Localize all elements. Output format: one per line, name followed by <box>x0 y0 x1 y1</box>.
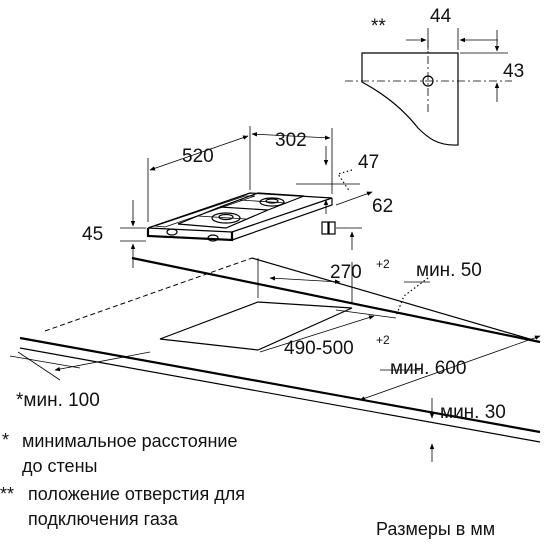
hob-dimensions <box>120 126 373 268</box>
label-min-100: *мин. 100 <box>16 390 100 411</box>
worktop <box>9 256 541 443</box>
note-line-2: до стены <box>22 456 97 476</box>
label-min-50: мин. 50 <box>416 260 482 281</box>
note-star-1: * <box>2 430 9 450</box>
label-44: 44 <box>430 6 452 27</box>
knob-icon <box>166 228 178 236</box>
label-45: 45 <box>82 224 103 245</box>
label-min-600: мин. 600 <box>390 358 466 379</box>
note-line-3: положение отверстия для <box>28 484 245 504</box>
label-47: 47 <box>358 152 379 173</box>
note-line-4: подключения газа <box>28 509 179 529</box>
label-490-500: 490-500 <box>284 338 354 359</box>
note-star-2: ** <box>0 484 14 504</box>
label-270-tolerance: +2 <box>376 257 390 271</box>
cutout <box>159 301 353 351</box>
label-min-30: мин. 30 <box>440 402 506 423</box>
note-units: Размеры в мм <box>376 519 495 539</box>
label-270: 270 <box>330 262 362 283</box>
label-302: 302 <box>275 130 307 151</box>
hob <box>146 192 336 242</box>
label-43: 43 <box>503 61 524 82</box>
label-520: 520 <box>182 146 214 167</box>
label-62: 62 <box>372 196 393 217</box>
label-stars: ** <box>371 16 386 37</box>
burner-small-icon <box>259 197 285 207</box>
label-490-500-tolerance: +2 <box>376 333 390 347</box>
worktop-dimensions <box>17 258 541 462</box>
gas-connection-detail <box>345 28 512 146</box>
burner-large-icon <box>211 212 241 224</box>
note-line-1: минимальное расстояние <box>22 431 237 451</box>
knob-icon <box>207 234 219 242</box>
